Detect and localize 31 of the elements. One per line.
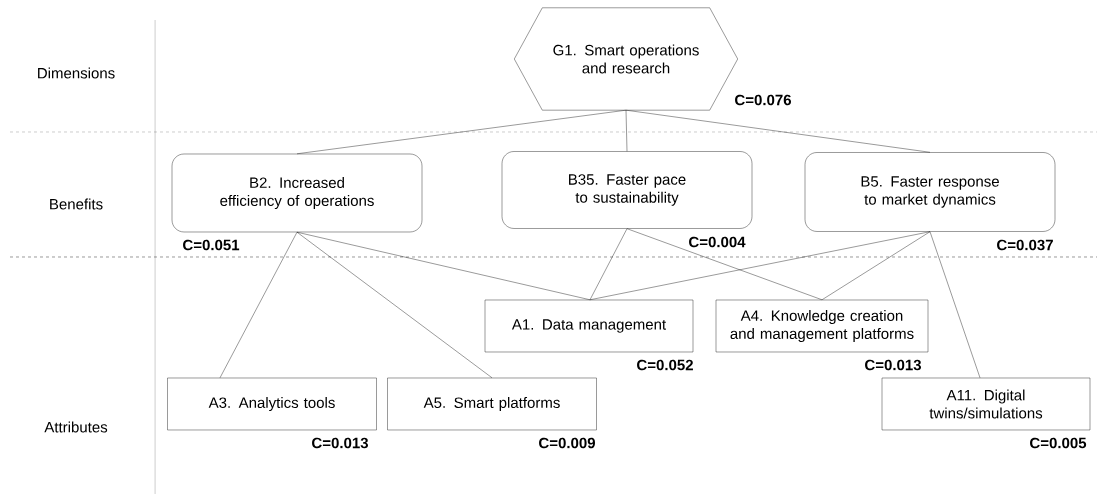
connector-line xyxy=(625,110,628,152)
connector-line xyxy=(296,110,627,154)
value-label: C=0.076 xyxy=(735,94,791,106)
value-label: C=0.013 xyxy=(312,437,368,449)
box: A1. Data management xyxy=(484,299,694,353)
value-label: C=0.052 xyxy=(637,359,693,371)
connector-line xyxy=(589,231,931,300)
value-label: C=0.004 xyxy=(689,236,746,248)
connector-line xyxy=(589,228,628,300)
rounded-box: B5. Faster response to market dynamics xyxy=(804,152,1056,232)
connector-line xyxy=(929,231,981,378)
connector-line xyxy=(219,232,298,378)
value-label: C=0.051 xyxy=(183,239,240,251)
box: A5. Smart platforms xyxy=(387,377,597,431)
value-label: C=0.005 xyxy=(1030,437,1087,449)
box: A4. Knowledge creation and management platforms xyxy=(715,299,929,353)
value-label: C=0.009 xyxy=(539,437,595,449)
connector-line xyxy=(626,228,823,300)
rounded-box: B35. Faster pace to sustainability xyxy=(501,151,753,229)
row-label: Benefits xyxy=(50,198,103,210)
connector-line xyxy=(821,231,931,300)
box: A11. Digital twins/simulations xyxy=(881,377,1091,431)
value-label: C=0.037 xyxy=(997,239,1053,251)
row-label: Attributes xyxy=(44,421,108,433)
connector-line xyxy=(625,110,931,153)
box: A3. Analytics tools xyxy=(167,377,377,431)
rounded-box: B2. Increased efficiency of operations xyxy=(171,153,423,233)
connector-line xyxy=(296,232,591,300)
connector-line xyxy=(296,232,493,378)
row-label: Dimensions xyxy=(38,67,115,79)
value-label: C=0.013 xyxy=(865,359,921,371)
